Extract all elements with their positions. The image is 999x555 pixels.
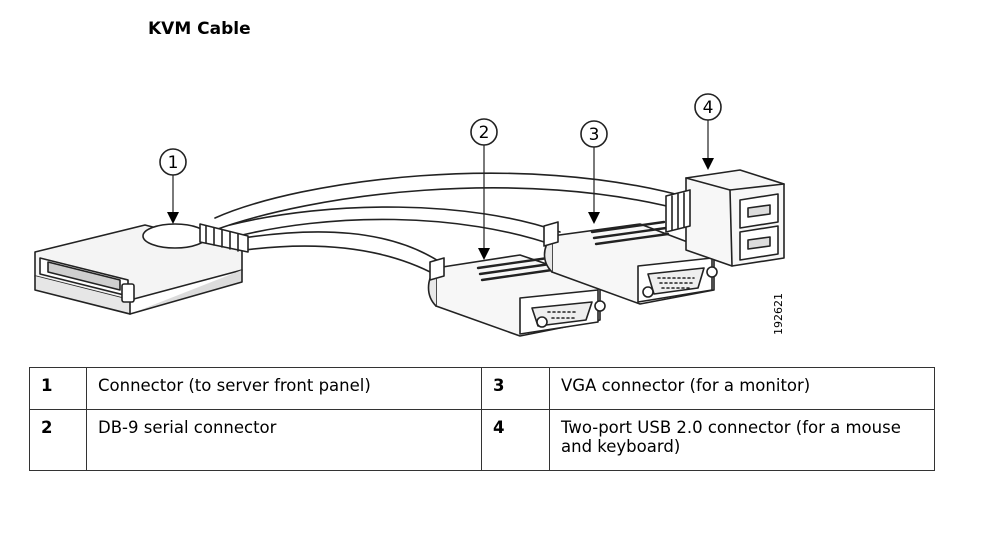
callout-1-label: 1 (168, 153, 179, 173)
kvm-cable-illustration: 1 2 3 4 (34, 93, 785, 337)
figure-title: KVM Cable (148, 19, 251, 39)
callout-3-label: 3 (589, 125, 600, 145)
front-panel-connector (34, 223, 249, 315)
legend-row: 2 DB-9 serial connector 4 Two-port USB 2… (29, 409, 935, 471)
legend-number: 4 (481, 409, 550, 471)
callout-3-circle (580, 120, 608, 148)
callout-1-circle (159, 148, 187, 176)
callout-2-label: 2 (479, 123, 490, 143)
vga-connector (543, 220, 718, 305)
legend-description: DB-9 serial connector (86, 409, 482, 471)
legend-number: 1 (29, 367, 87, 410)
callout-4-circle (694, 93, 722, 121)
usb-connector (665, 169, 785, 267)
legend-number: 3 (481, 367, 550, 410)
legend-description: Two-port USB 2.0 connector (for a mouse … (549, 409, 935, 471)
legend-number: 2 (29, 409, 87, 471)
callout-2-circle (470, 118, 498, 146)
callout-leaders (172, 119, 709, 253)
figure-id: 192621 (772, 293, 785, 335)
callout-4-label: 4 (703, 98, 714, 118)
legend-description: Connector (to server front panel) (86, 367, 482, 410)
legend-row: 1 Connector (to server front panel) 3 VG… (29, 367, 935, 410)
legend-table: 1 Connector (to server front panel) 3 VG… (29, 367, 935, 471)
cable-strands (214, 172, 691, 276)
legend-description: VGA connector (for a monitor) (549, 367, 935, 410)
